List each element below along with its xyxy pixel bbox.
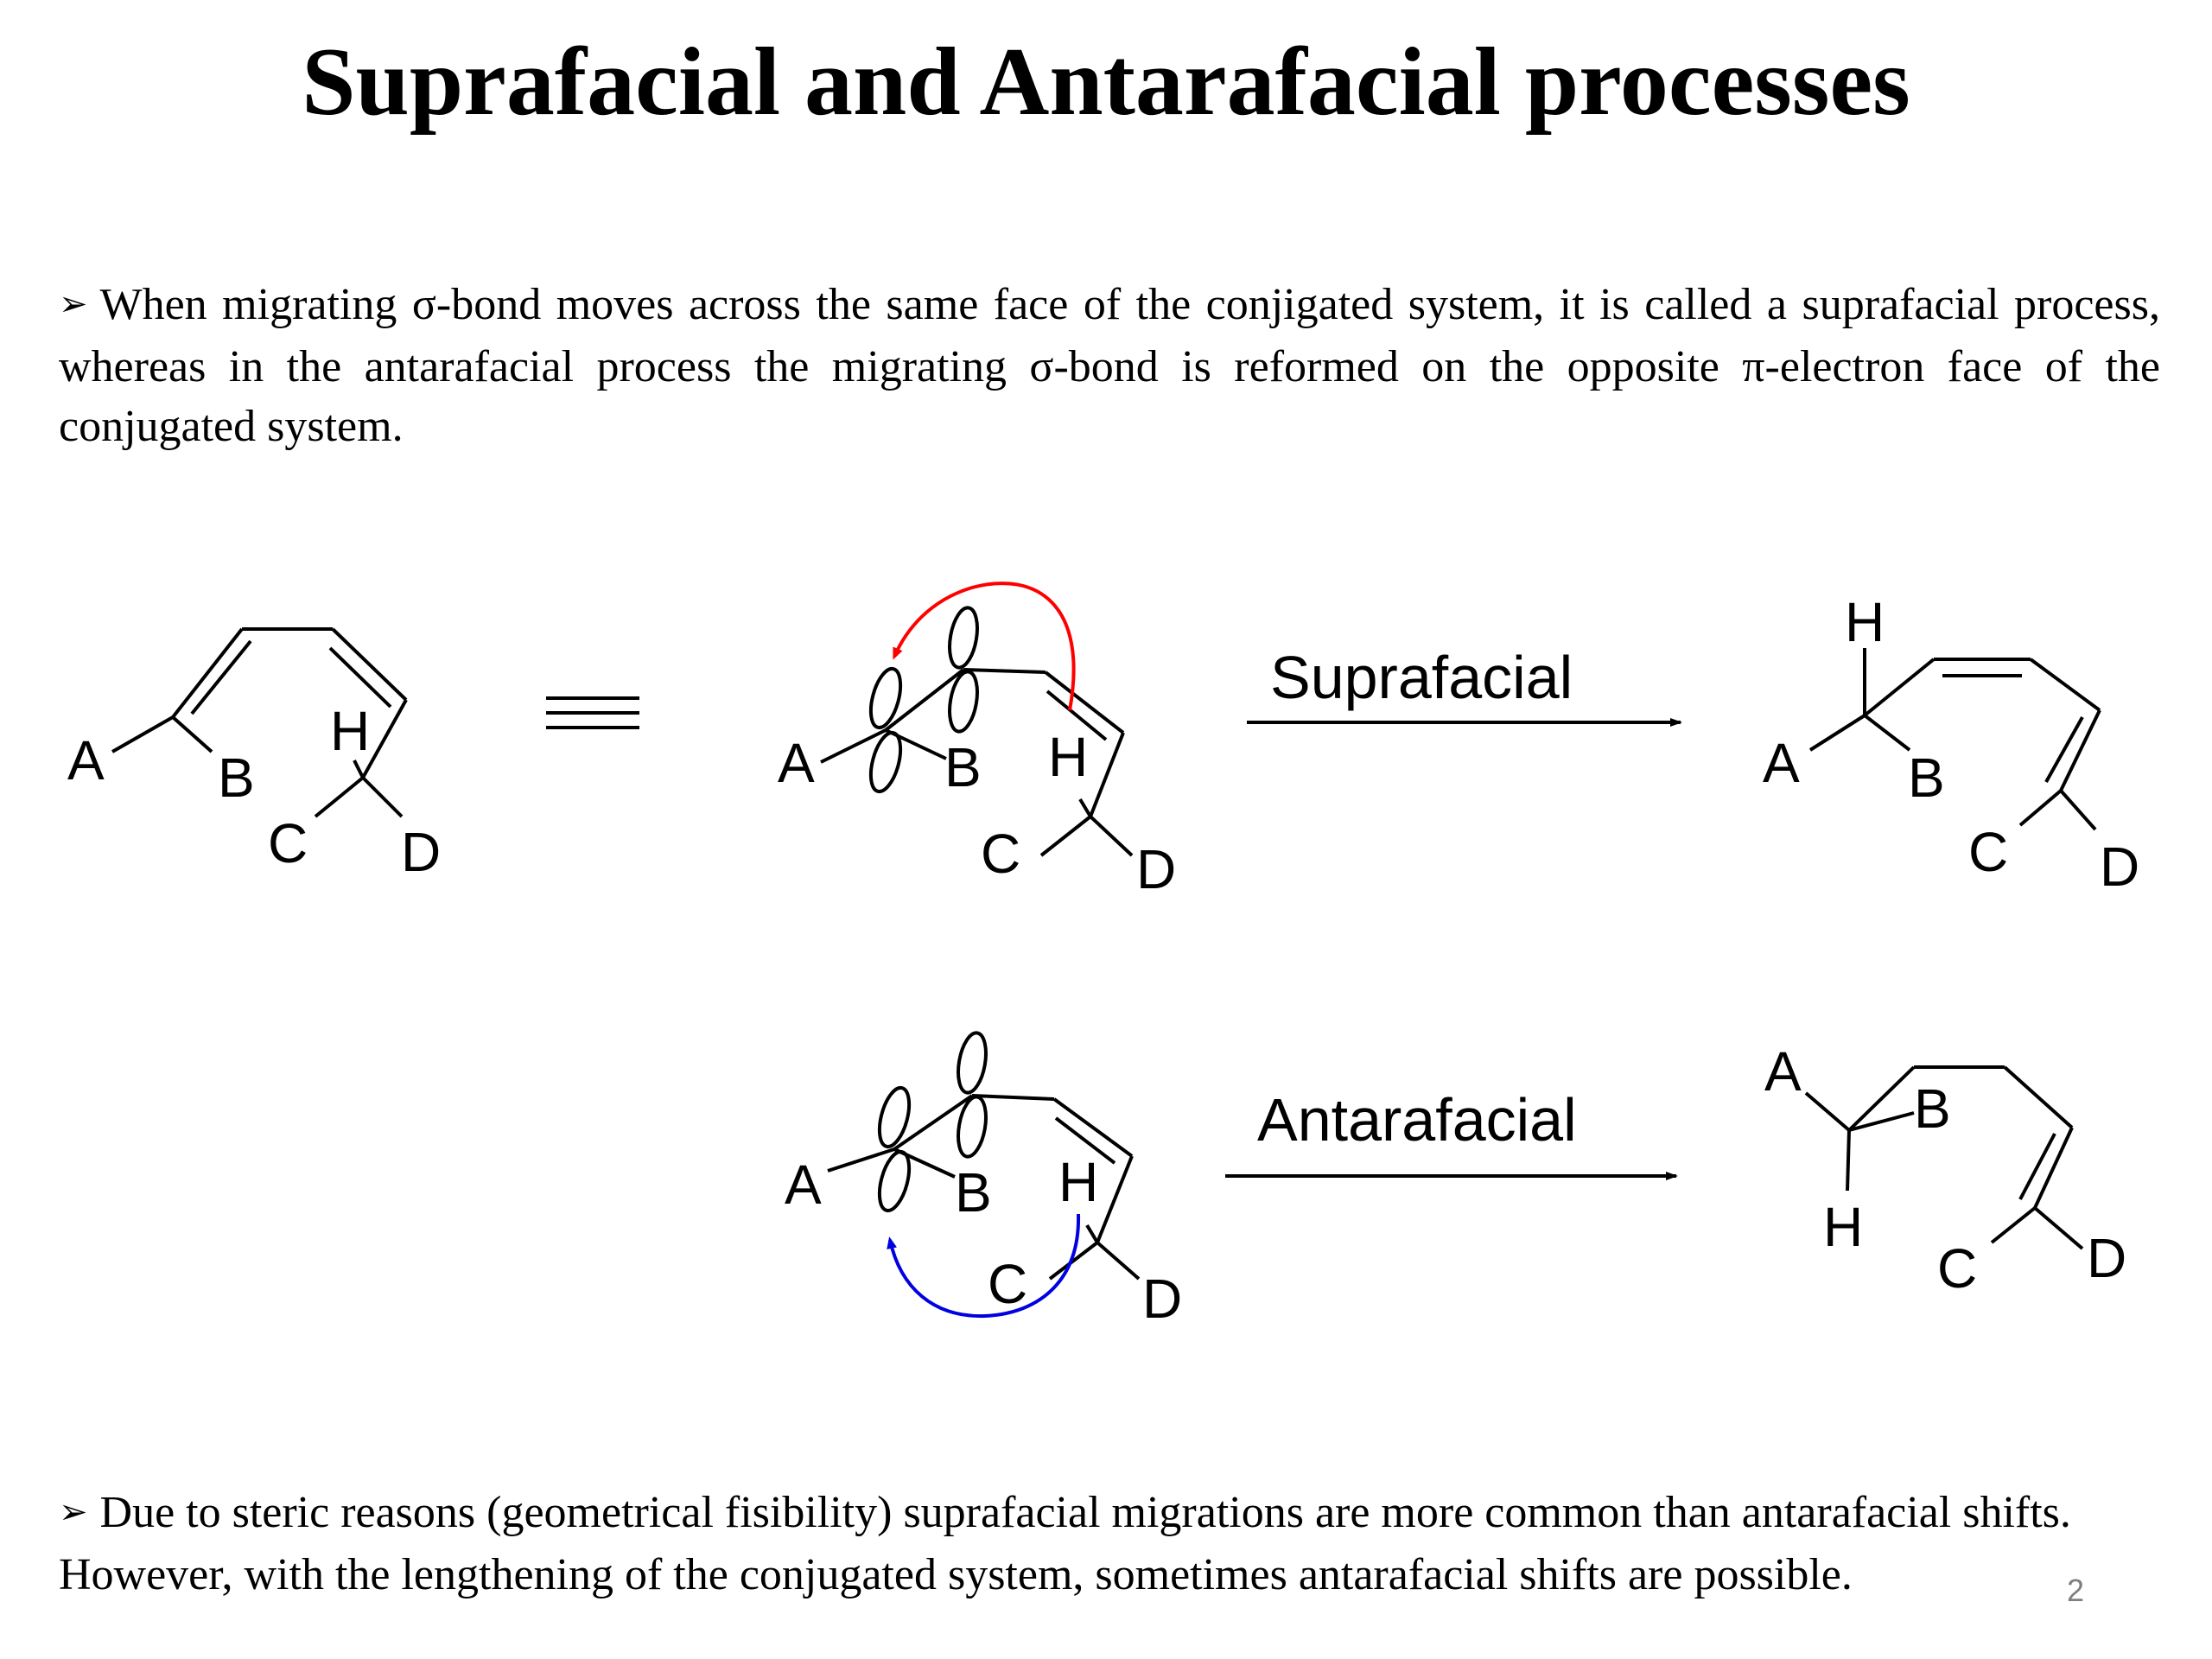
steric-note-line1: Due to steric reasons (geometrical fisib…	[99, 1488, 2071, 1537]
p-orbital-lobe	[948, 670, 979, 734]
atom-d-supra-product: D	[2100, 836, 2139, 898]
atom-h-orbital2: H	[1058, 1151, 1098, 1213]
atom-h-orbital1: H	[1048, 726, 1088, 788]
page-number: 2	[2067, 1573, 2085, 1608]
atom-a-orbital2: A	[785, 1154, 822, 1216]
atom-a-orbital1: A	[778, 732, 815, 794]
p-orbital-lobe	[877, 1085, 912, 1149]
atom-b-orbital1: B	[944, 736, 982, 798]
atom-c-antara-product: C	[1937, 1237, 1977, 1300]
orbital-structure-suprafacial	[820, 606, 1134, 857]
p-orbital-lobe	[948, 606, 979, 670]
paragraph-steric-note: ➢ Due to steric reasons (geometrical fisi…	[59, 1483, 2160, 1605]
atom-h-start: H	[330, 700, 370, 762]
steric-note-line2: However, with the lengthening of the con…	[59, 1550, 1853, 1599]
atom-a-supra-product: A	[1763, 732, 1800, 794]
suprafacial-product-structure	[1808, 648, 2101, 831]
atom-c-orbital2: C	[988, 1253, 1027, 1315]
atom-a-start: A	[67, 729, 105, 791]
orbital-structure-antarafacial	[827, 1031, 1141, 1281]
atom-a-antara-product: A	[1764, 1040, 1802, 1103]
atom-d-antara-product: D	[2087, 1227, 2126, 1289]
atom-c-supra-product: C	[1968, 821, 2008, 883]
atom-b-start: B	[218, 747, 255, 809]
starting-diene-structure	[111, 627, 408, 818]
atom-c-orbital1: C	[981, 823, 1020, 885]
p-orbital-lobe	[877, 1149, 912, 1213]
bullet-arrow-icon: ➢	[59, 284, 88, 323]
p-orbital-lobe	[868, 730, 903, 794]
atom-b-antara-product: B	[1914, 1077, 1951, 1140]
antarafacial-product-structure	[1804, 1065, 2084, 1250]
p-orbital-lobe	[957, 1031, 988, 1095]
atom-h-antara-product: H	[1823, 1196, 1863, 1258]
p-orbital-lobe	[868, 666, 903, 730]
page-title: Suprafacial and Antarafacial processes	[302, 29, 1910, 136]
p-orbital-lobe	[957, 1095, 988, 1159]
paragraph-definition-text: When migrating σ-bond moves across the s…	[59, 280, 2160, 451]
atom-b-orbital2: B	[955, 1161, 992, 1224]
atom-d-orbital2: D	[1142, 1268, 1182, 1330]
antarafacial-migration-arrow	[887, 1213, 1081, 1319]
atom-b-supra-product: B	[1908, 747, 1945, 809]
bullet-arrow-icon: ➢	[59, 1492, 88, 1531]
paragraph-definition: ➢When migrating σ-bond moves across the …	[59, 275, 2160, 456]
suprafacial-migration-arrow	[893, 582, 1076, 711]
atom-d-start: D	[401, 821, 441, 883]
atom-d-orbital1: D	[1136, 838, 1176, 900]
atom-c-start: C	[268, 812, 308, 874]
atom-h-supra-product: H	[1845, 591, 1885, 653]
equivalence-symbol	[546, 696, 639, 729]
antarafacial-label: Antarafacial	[1257, 1086, 1577, 1154]
suprafacial-label: Suprafacial	[1270, 644, 1573, 711]
